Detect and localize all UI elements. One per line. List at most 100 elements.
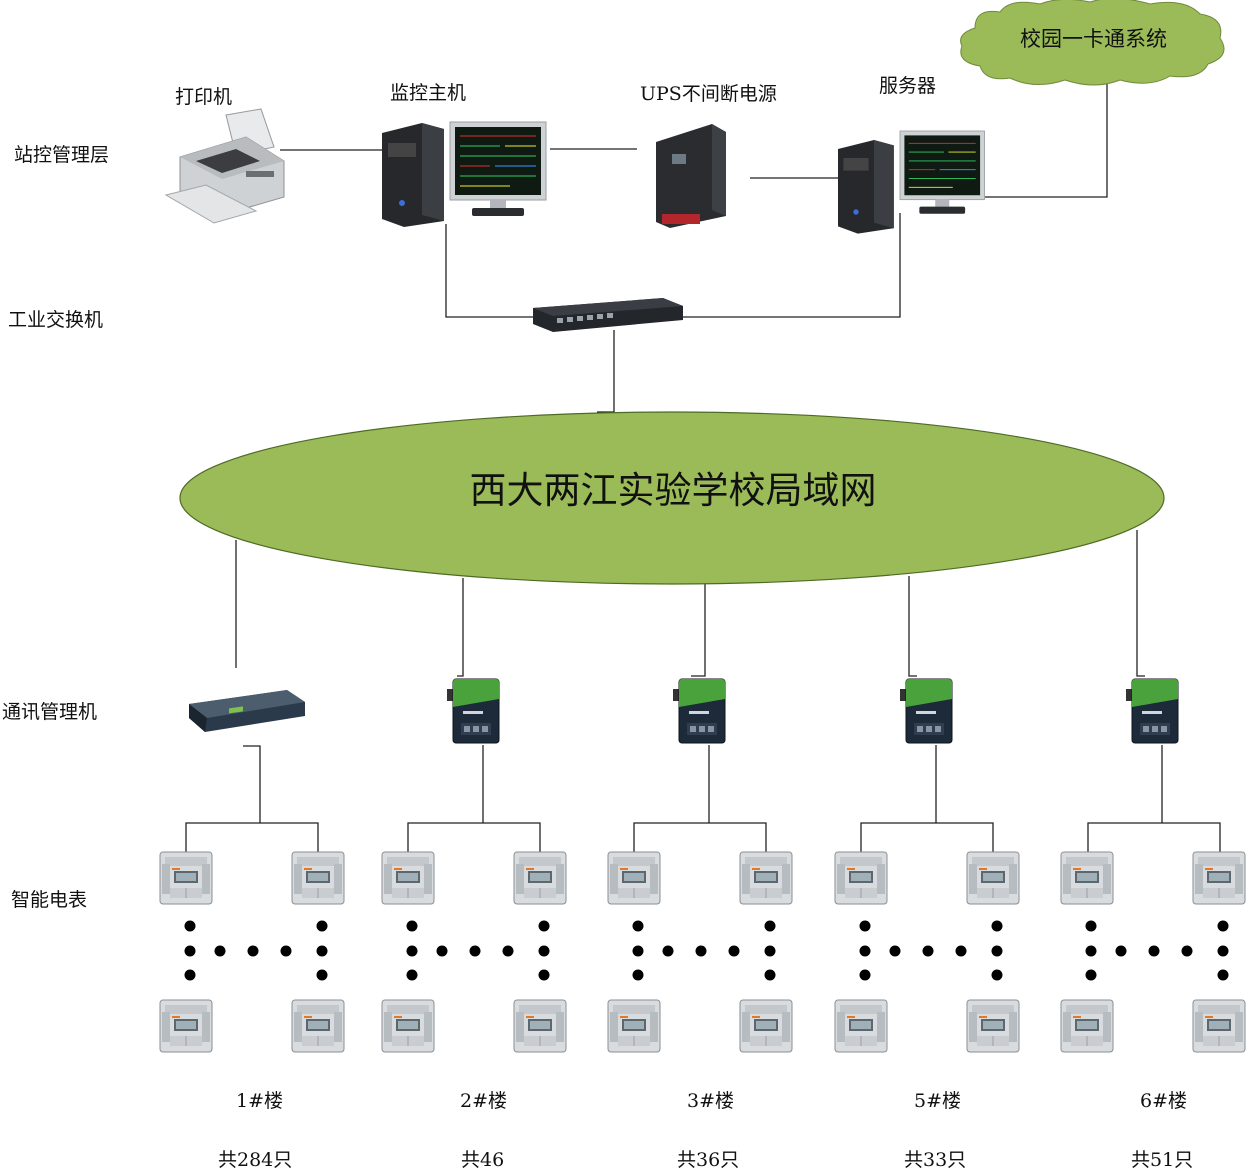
layer-label-station: 站控管理层: [14, 144, 110, 166]
ellipsis-dot: [662, 945, 674, 957]
comm-converter-icon-6: [1125, 678, 1179, 744]
smart-meter-icon: [159, 851, 213, 905]
smart-meter-icon: [739, 851, 793, 905]
device-label-campus-card: 校园一卡通系统: [1020, 27, 1167, 51]
ups-icon: [656, 124, 726, 228]
ellipsis-dot: [316, 920, 328, 932]
lan-title: 西大两江实验学校局域网: [469, 469, 877, 512]
ellipsis-dot: [1085, 969, 1097, 981]
campus-card-cloud: [960, 0, 1225, 86]
ellipsis-dot: [991, 969, 1003, 981]
smart-meter-icon: [1060, 851, 1114, 905]
ellipsis-dot: [1217, 920, 1229, 932]
device-label-server: 服务器: [879, 75, 937, 97]
ellipsis-dot: [991, 920, 1003, 932]
ellipsis-dot: [859, 945, 871, 957]
ellipsis-dot: [859, 920, 871, 932]
smart-meter-icon: [159, 999, 213, 1053]
ellipsis-dot: [1217, 945, 1229, 957]
meter-group-2: [381, 851, 567, 1053]
smart-meter-icon: [381, 851, 435, 905]
building-count-2: 共46: [461, 1149, 505, 1171]
comm-converter-icon-3: [672, 678, 726, 744]
smart-meter-icon: [607, 999, 661, 1053]
printer-icon: [164, 108, 285, 224]
building-label-2: 2#楼: [460, 1090, 508, 1112]
ellipsis-dot: [695, 945, 707, 957]
smart-meter-icon: [291, 999, 345, 1053]
ellipsis-dot: [406, 969, 418, 981]
smart-meter-icon: [834, 851, 888, 905]
connection-lines: [185, 55, 1221, 852]
ellipsis-dot: [764, 920, 776, 932]
smart-meter-icon: [739, 999, 793, 1053]
ellipsis-dot: [1148, 945, 1160, 957]
ellipsis-dot: [1115, 945, 1127, 957]
ellipsis-dot: [632, 945, 644, 957]
ellipsis-dot: [502, 945, 514, 957]
ellipsis-dot: [1085, 945, 1097, 957]
industrial-switch-icon: [533, 298, 683, 332]
ellipsis-dot: [764, 969, 776, 981]
smart-meter-icon: [966, 851, 1020, 905]
ellipsis-dot: [764, 945, 776, 957]
ellipsis-dot: [247, 945, 259, 957]
smart-meter-icon: [1192, 999, 1246, 1053]
ellipsis-dot: [184, 945, 196, 957]
smart-meter-icon: [291, 851, 345, 905]
ellipsis-dot: [214, 945, 226, 957]
building-label-6: 6#楼: [1140, 1090, 1188, 1112]
layer-label-meter: 智能电表: [11, 889, 88, 911]
ellipsis-dot: [1085, 920, 1097, 932]
layer-label-switch: 工业交换机: [8, 309, 104, 331]
meter-groups: [159, 851, 1246, 1053]
device-label-monitor-host: 监控主机: [390, 82, 467, 104]
ellipsis-dot: [1181, 945, 1193, 957]
building-count-6: 共51只: [1131, 1149, 1194, 1171]
monitor-host-computer-icon: [382, 121, 547, 227]
building-count-3: 共36只: [677, 1149, 740, 1171]
building-count-5: 共33只: [904, 1149, 967, 1171]
ellipsis-dot: [406, 945, 418, 957]
device-label-ups: UPS不间断电源: [640, 83, 777, 105]
ellipsis-dot: [889, 945, 901, 957]
device-label-printer: 打印机: [175, 86, 233, 108]
comm-converter-icon-5: [899, 678, 953, 744]
smart-meter-icon: [607, 851, 661, 905]
layer-label-comm: 通讯管理机: [2, 701, 98, 723]
ellipsis-dot: [538, 920, 550, 932]
building-count-1: 共284只: [218, 1149, 293, 1171]
ellipsis-dot: [436, 945, 448, 957]
smart-meter-icon: [1192, 851, 1246, 905]
smart-meter-icon: [1060, 999, 1114, 1053]
smart-meter-icon: [513, 999, 567, 1053]
ellipsis-dot: [316, 945, 328, 957]
meter-group-5: [1060, 851, 1246, 1053]
ellipsis-dot: [859, 969, 871, 981]
meter-group-3: [607, 851, 793, 1053]
ellipsis-dot: [922, 945, 934, 957]
comm-manager-rack-icon: [189, 690, 305, 732]
ellipsis-dot: [955, 945, 967, 957]
smart-meter-icon: [834, 999, 888, 1053]
smart-meter-icon: [513, 851, 567, 905]
lan-ellipse: [179, 411, 1165, 585]
comm-converter-icon-2: [446, 678, 500, 744]
ellipsis-dot: [538, 969, 550, 981]
ellipsis-dot: [632, 969, 644, 981]
ellipsis-dot: [632, 920, 644, 932]
ellipsis-dot: [469, 945, 481, 957]
server-computer-icon: [838, 130, 985, 234]
ellipsis-dot: [184, 920, 196, 932]
ellipsis-dot: [991, 945, 1003, 957]
building-label-5: 5#楼: [914, 1090, 962, 1112]
ellipsis-dot: [406, 920, 418, 932]
ellipsis-dot: [538, 945, 550, 957]
smart-meter-icon: [966, 999, 1020, 1053]
ellipsis-dot: [184, 969, 196, 981]
smart-meter-icon: [381, 999, 435, 1053]
ellipsis-dot: [728, 945, 740, 957]
building-label-1: 1#楼: [236, 1090, 284, 1112]
building-label-3: 3#楼: [687, 1090, 735, 1112]
